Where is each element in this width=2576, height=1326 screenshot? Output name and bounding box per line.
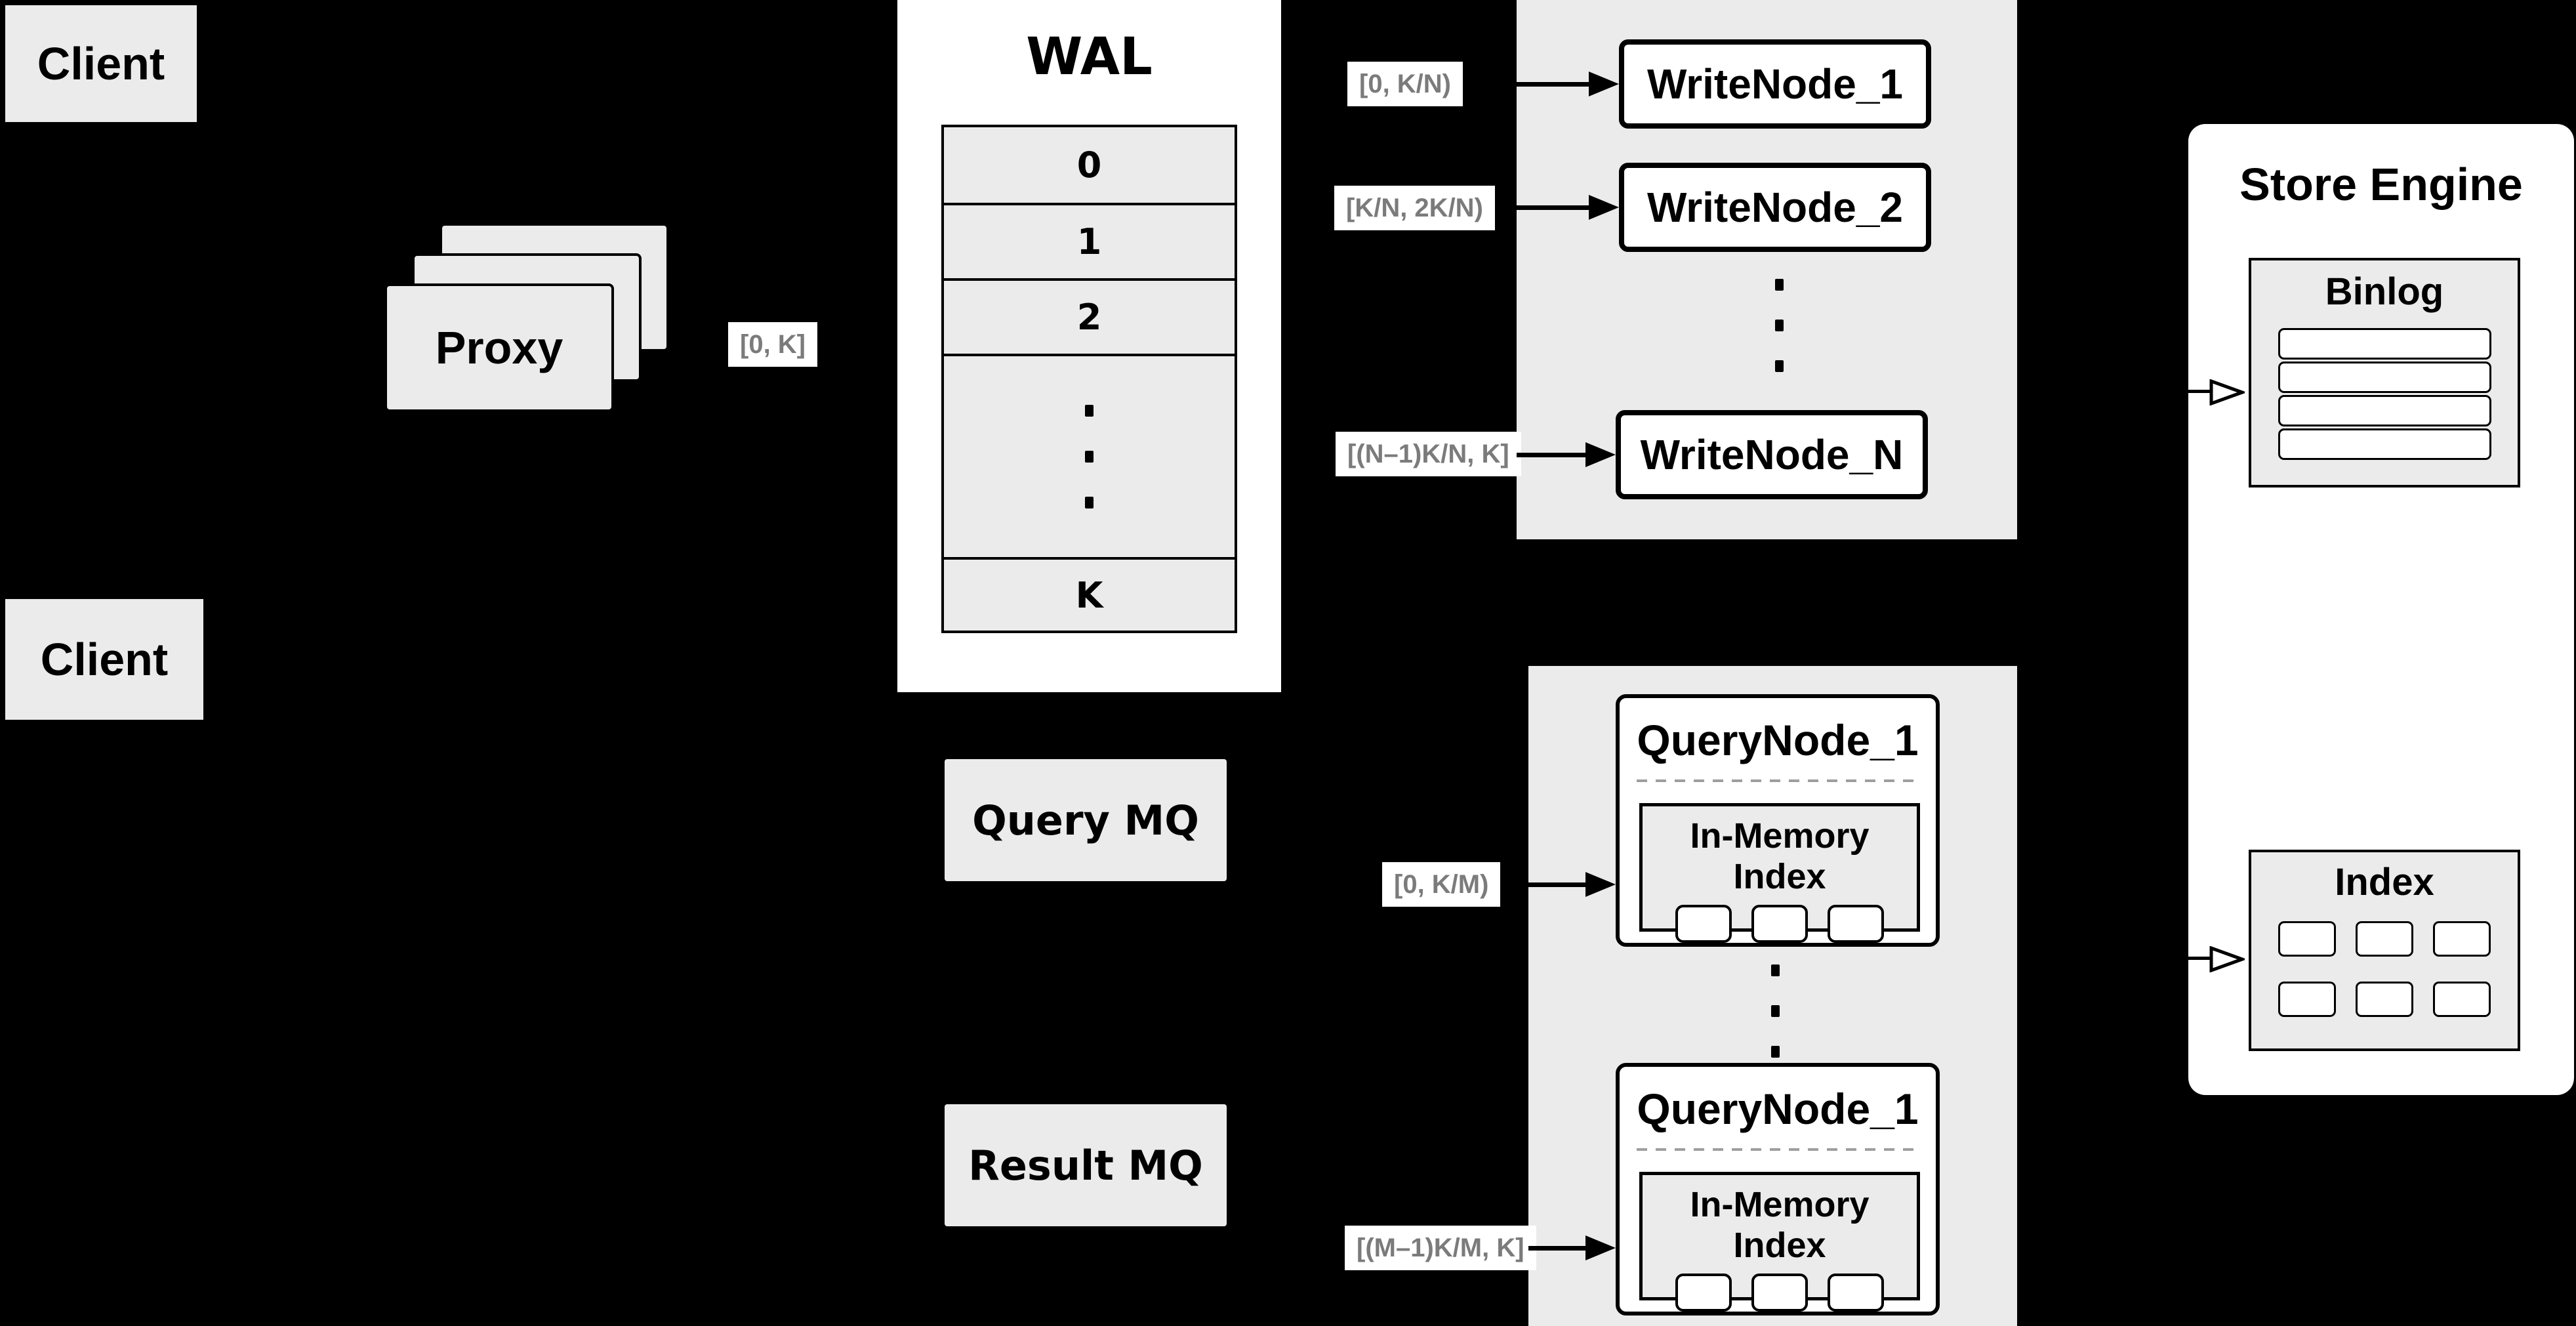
ellipsis-dot bbox=[1085, 451, 1094, 463]
arrow-shaft-query-1 bbox=[1528, 882, 1585, 887]
proxy-card-front: Proxy bbox=[384, 283, 614, 412]
brow-item bbox=[2278, 395, 2491, 426]
query-node-top-divider bbox=[1637, 779, 1919, 782]
wal-ellipsis-row bbox=[944, 354, 1235, 557]
arrow-shaft-binlog bbox=[2158, 390, 2212, 393]
wal-ellipsis-dots bbox=[1085, 405, 1094, 508]
wal-panel: WAL 0 1 2 K bbox=[897, 0, 1281, 692]
wal-table: 0 1 2 K bbox=[941, 125, 1237, 633]
icell-item bbox=[2433, 982, 2491, 1017]
write-node-2: WriteNode_2 bbox=[1619, 163, 1931, 252]
icell-item bbox=[2278, 982, 2336, 1017]
ellipsis-dot bbox=[1775, 320, 1784, 331]
range-label-write-n: [(N–1)K/N, K] bbox=[1336, 432, 1521, 476]
ellipsis-dot bbox=[1775, 360, 1784, 372]
arrow-head-write-1 bbox=[1589, 72, 1619, 96]
ellipsis-dot bbox=[1085, 497, 1094, 508]
ellipsis-dot bbox=[1085, 405, 1094, 417]
binlog-box: Binlog bbox=[2249, 258, 2520, 487]
arrow-head-write-n bbox=[1585, 442, 1616, 467]
arrow-head-query-1 bbox=[1585, 872, 1616, 897]
brow-item bbox=[2278, 362, 2491, 393]
query-ellipsis-dots bbox=[1771, 964, 1780, 1058]
index-cells bbox=[2273, 921, 2496, 1017]
write-node-1: WriteNode_1 bbox=[1619, 39, 1931, 129]
client-box-bottom: Client bbox=[5, 599, 203, 720]
query-node-bottom-title: QueryNode_1 bbox=[1637, 1085, 1919, 1133]
query-mq-box: Query MQ bbox=[945, 759, 1227, 881]
write-node-n-label: WriteNode_N bbox=[1640, 431, 1904, 478]
in-memory-index-bottom-label: In-Memory Index bbox=[1690, 1185, 1870, 1265]
result-mq-box: Result MQ bbox=[945, 1104, 1227, 1226]
wal-slot: K bbox=[944, 557, 1235, 631]
index-title: Index bbox=[2335, 861, 2434, 903]
write-node-n: WriteNode_N bbox=[1616, 410, 1928, 499]
mcell-item bbox=[1751, 1274, 1808, 1312]
in-memory-index-bottom-cells bbox=[1643, 1274, 1917, 1312]
arrow-head-binlog-open bbox=[2209, 379, 2245, 405]
query-node-bottom: QueryNode_1 In-Memory Index bbox=[1616, 1063, 1940, 1316]
range-label-write-2: [K/N, 2K/N) bbox=[1334, 186, 1495, 230]
arrow-head-query-m bbox=[1585, 1235, 1616, 1260]
brow-item bbox=[2278, 328, 2491, 360]
wal-slot: 2 bbox=[944, 278, 1235, 354]
client-bottom-label: Client bbox=[40, 634, 169, 685]
write-node-2-label: WriteNode_2 bbox=[1646, 184, 1904, 231]
client-top-label: Client bbox=[37, 38, 165, 89]
result-mq-label: Result MQ bbox=[968, 1141, 1203, 1190]
index-box: Index bbox=[2249, 850, 2520, 1051]
binlog-title: Binlog bbox=[2325, 270, 2444, 313]
ellipsis-dot bbox=[1771, 1046, 1780, 1058]
in-memory-index-bottom: In-Memory Index bbox=[1639, 1172, 1920, 1312]
query-node-bottom-divider bbox=[1637, 1148, 1919, 1151]
query-mq-label: Query MQ bbox=[972, 796, 1199, 844]
mcell-item bbox=[1751, 905, 1808, 943]
wal-title: WAL bbox=[1026, 28, 1153, 87]
mcell-item bbox=[1828, 905, 1884, 943]
in-memory-index-top: In-Memory Index bbox=[1639, 803, 1920, 943]
range-label-proxy-out: [0, K] bbox=[728, 322, 817, 367]
icell-item bbox=[2278, 921, 2336, 957]
arrow-head-write-2 bbox=[1589, 195, 1619, 220]
proxy-label: Proxy bbox=[435, 322, 563, 373]
store-engine-panel: Store Engine Binlog Index bbox=[2188, 124, 2574, 1095]
in-memory-index-top-label: In-Memory Index bbox=[1690, 816, 1870, 896]
mcell-item bbox=[1675, 1274, 1732, 1312]
brow-item bbox=[2278, 428, 2491, 460]
arrow-shaft-index bbox=[2158, 957, 2212, 960]
ellipsis-dot bbox=[1771, 964, 1780, 976]
query-node-top: QueryNode_1 In-Memory Index bbox=[1616, 694, 1940, 947]
range-label-write-1: [0, K/N) bbox=[1347, 62, 1463, 106]
wal-slot: 1 bbox=[944, 203, 1235, 278]
query-node-top-title: QueryNode_1 bbox=[1637, 716, 1919, 764]
arrow-shaft-write-n bbox=[1517, 453, 1587, 457]
store-engine-title: Store Engine bbox=[2239, 159, 2523, 210]
range-label-query-1: [0, K/M) bbox=[1382, 862, 1501, 907]
ellipsis-dot bbox=[1775, 279, 1784, 291]
arrow-head-index-open bbox=[2209, 946, 2245, 972]
ellipsis-dot bbox=[1771, 1005, 1780, 1017]
arrow-shaft-query-m bbox=[1528, 1246, 1585, 1251]
in-memory-index-top-cells bbox=[1643, 905, 1917, 943]
write-ellipsis-dots bbox=[1775, 279, 1784, 372]
wal-slot: 0 bbox=[944, 127, 1235, 203]
client-box-top: Client bbox=[5, 5, 197, 122]
icell-item bbox=[2433, 921, 2491, 957]
mcell-item bbox=[1675, 905, 1732, 943]
arrow-shaft-write-1 bbox=[1517, 82, 1590, 87]
binlog-rows bbox=[2251, 328, 2518, 460]
icell-item bbox=[2356, 982, 2413, 1017]
icell-item bbox=[2356, 921, 2413, 957]
mcell-item bbox=[1828, 1274, 1884, 1312]
range-label-query-m: [(M–1)K/M, K] bbox=[1345, 1226, 1536, 1270]
write-node-1-label: WriteNode_1 bbox=[1646, 60, 1904, 108]
arrow-shaft-write-2 bbox=[1517, 205, 1590, 210]
